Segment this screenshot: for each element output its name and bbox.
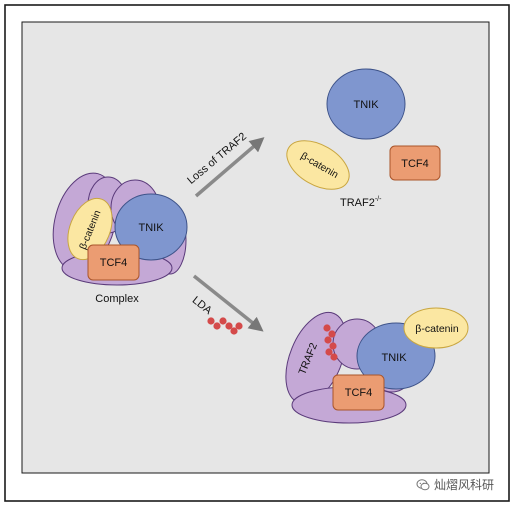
ko-beta-catenin xyxy=(286,140,350,190)
ko-tnik xyxy=(326,68,406,140)
complex-group: TNIK β-catenin TCF4 Complex xyxy=(52,172,188,305)
lda-complex-beta-catenin-label: β-catenin xyxy=(415,323,459,335)
complex-tnik-label: TNIK xyxy=(138,222,164,234)
complex-beta-catenin xyxy=(67,197,113,261)
lda-complex-tcf4-label: TCF4 xyxy=(345,387,373,399)
traf2-ko-group: TNIK β-catenin TCF4 TRAF2-/- xyxy=(286,68,441,209)
traf2-ko-superscript: -/- xyxy=(375,196,382,203)
lda-complex-beta-catenin xyxy=(403,307,469,349)
lda-complex-group: TRAF2 TNIK β-catenin TCF4 xyxy=(285,307,469,424)
lda-drug-molecule xyxy=(207,317,243,335)
complex-tcf4-label: TCF4 xyxy=(100,257,128,269)
complex-tnik xyxy=(114,193,188,261)
watermark-text: 灿熠风科研 xyxy=(434,478,495,492)
traf2-ko-base: TRAF2 xyxy=(340,197,375,209)
lda-complex-tcf4 xyxy=(332,374,385,411)
ko-tcf4-label: TCF4 xyxy=(401,158,429,170)
wechat-icon xyxy=(416,478,430,490)
traf2-ko-label: TRAF2-/- xyxy=(340,196,382,209)
loss-of-traf2-arrow xyxy=(194,137,265,198)
lda-complex-drug-bound xyxy=(323,324,338,361)
lda-arrow xyxy=(192,274,264,332)
ko-tcf4 xyxy=(389,145,441,181)
watermark: 灿熠风科研 xyxy=(416,476,494,493)
lda-complex-tnik-label: TNIK xyxy=(381,352,407,364)
complex-label: Complex xyxy=(95,293,139,305)
complex-tcf4 xyxy=(87,244,140,281)
ko-tnik-label: TNIK xyxy=(353,99,379,111)
